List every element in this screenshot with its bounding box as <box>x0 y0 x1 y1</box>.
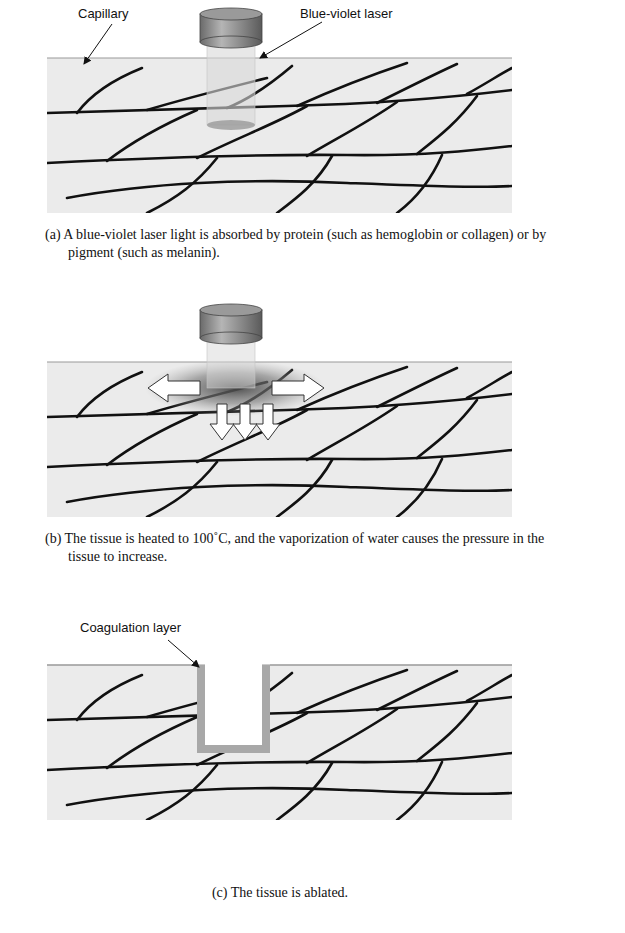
part-label: Capillary <box>78 6 129 21</box>
figure-caption: (a) A blue-violet laser light is absorbe… <box>45 226 568 262</box>
part-label: Coagulation layer <box>80 620 181 635</box>
part-label: Blue-violet laser <box>300 6 393 21</box>
figure-caption: (c) The tissue is ablated. <box>45 884 515 902</box>
figure-caption: (b) The tissue is heated to 100˚C, and t… <box>45 530 568 566</box>
